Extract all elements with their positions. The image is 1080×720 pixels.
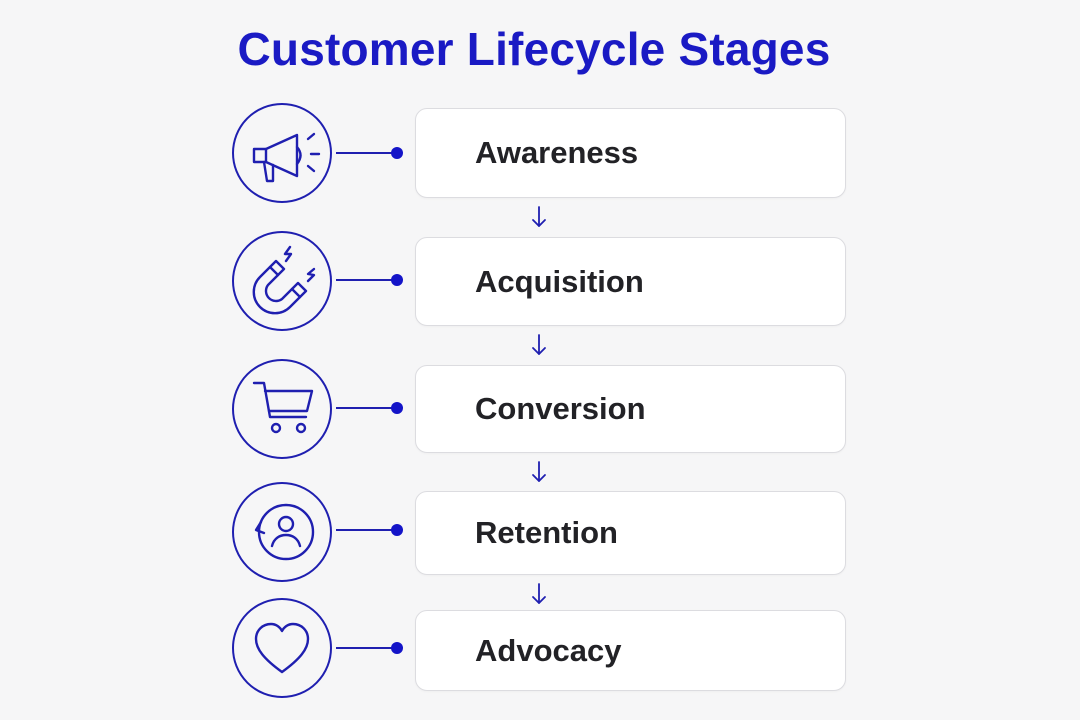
stage-icon-circle-conversion [232, 359, 332, 459]
stage-card-retention: Retention [415, 491, 846, 575]
stage-card-advocacy: Advocacy [415, 610, 846, 691]
connector-dot-advocacy [391, 642, 403, 654]
stage-label-acquisition: Acquisition [475, 263, 644, 299]
stage-card-awareness: Awareness [415, 108, 846, 198]
user-refresh-icon [254, 503, 315, 561]
diagram-title: Customer Lifecycle Stages [237, 23, 831, 75]
down-arrow-icon [532, 334, 546, 355]
down-arrow-icon [532, 583, 546, 604]
connector-line-acquisition [336, 279, 396, 281]
connector-line-advocacy [336, 647, 396, 649]
stage-label-advocacy: Advocacy [475, 632, 622, 668]
connector-dot-acquisition [391, 274, 403, 286]
stage-card-conversion: Conversion [415, 365, 846, 453]
stage-label-retention: Retention [475, 515, 618, 550]
stage-icon-circle-retention [232, 482, 332, 582]
connector-dot-retention [391, 524, 403, 536]
down-arrow-icon [532, 461, 546, 482]
magnet-icon [252, 245, 316, 315]
stage-icon-circle-acquisition [232, 231, 332, 331]
connector-line-awareness [336, 152, 396, 154]
shopping-cart-icon [252, 381, 314, 434]
connector-dot-awareness [391, 147, 403, 159]
connector-line-conversion [336, 407, 396, 409]
heart-icon [254, 622, 310, 674]
connector-dot-conversion [391, 402, 403, 414]
down-arrow-icon [532, 206, 546, 227]
stage-card-acquisition: Acquisition [415, 237, 846, 326]
stage-icon-circle-awareness [232, 103, 332, 203]
stage-label-awareness: Awareness [475, 135, 639, 170]
megaphone-icon [252, 132, 321, 183]
stage-label-conversion: Conversion [475, 391, 646, 426]
stage-icon-circle-advocacy [232, 598, 332, 698]
connector-line-retention [336, 529, 396, 531]
